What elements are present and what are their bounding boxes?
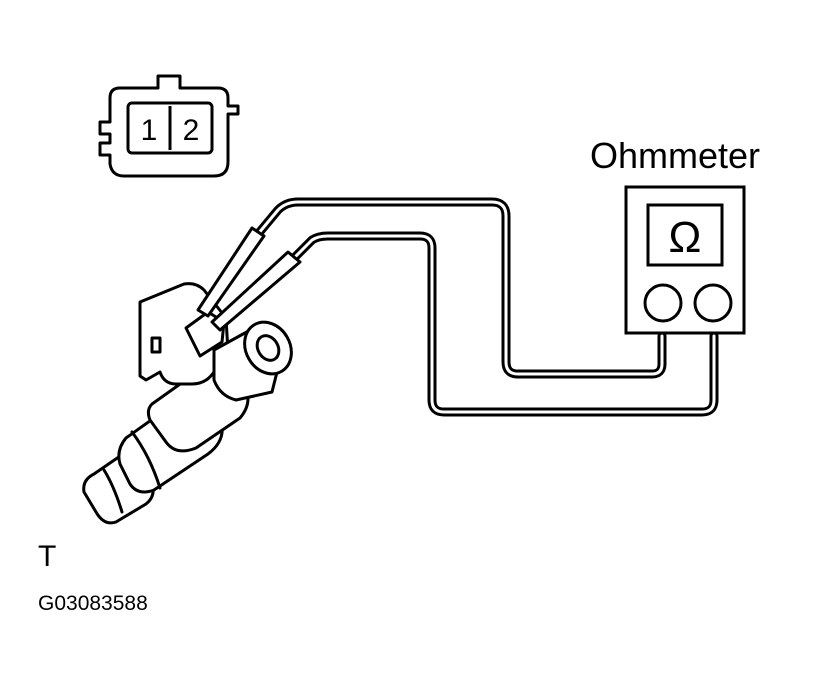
meter-jack-right	[693, 283, 733, 323]
illustration-code: G03083588	[38, 592, 148, 615]
ohmmeter-display	[646, 203, 724, 267]
ohm-symbol: Ω	[669, 213, 702, 262]
injector-lower-band	[130, 430, 162, 490]
injector-nozzle-ring	[102, 468, 124, 514]
injector-connector-latch	[150, 336, 162, 354]
lead-wire-1	[256, 200, 664, 376]
meter-jack-left	[643, 283, 683, 323]
terminal-1-label: 1	[141, 114, 158, 147]
lead-wire-2	[292, 234, 716, 414]
connector-terminal-view: 1 2	[98, 74, 240, 178]
lead-wire-1-outline	[253, 197, 667, 379]
probe-1	[196, 226, 266, 318]
fuel-injector	[82, 226, 302, 525]
ohmmeter-label: Ohmmeter	[590, 135, 760, 176]
injector-inlet-bore	[255, 334, 281, 362]
view-letter-label: T	[38, 540, 56, 573]
probe-2	[210, 250, 302, 332]
terminal-2-label: 2	[183, 114, 200, 147]
test-leads	[253, 197, 719, 417]
ohmmeter: Ω	[624, 185, 746, 335]
